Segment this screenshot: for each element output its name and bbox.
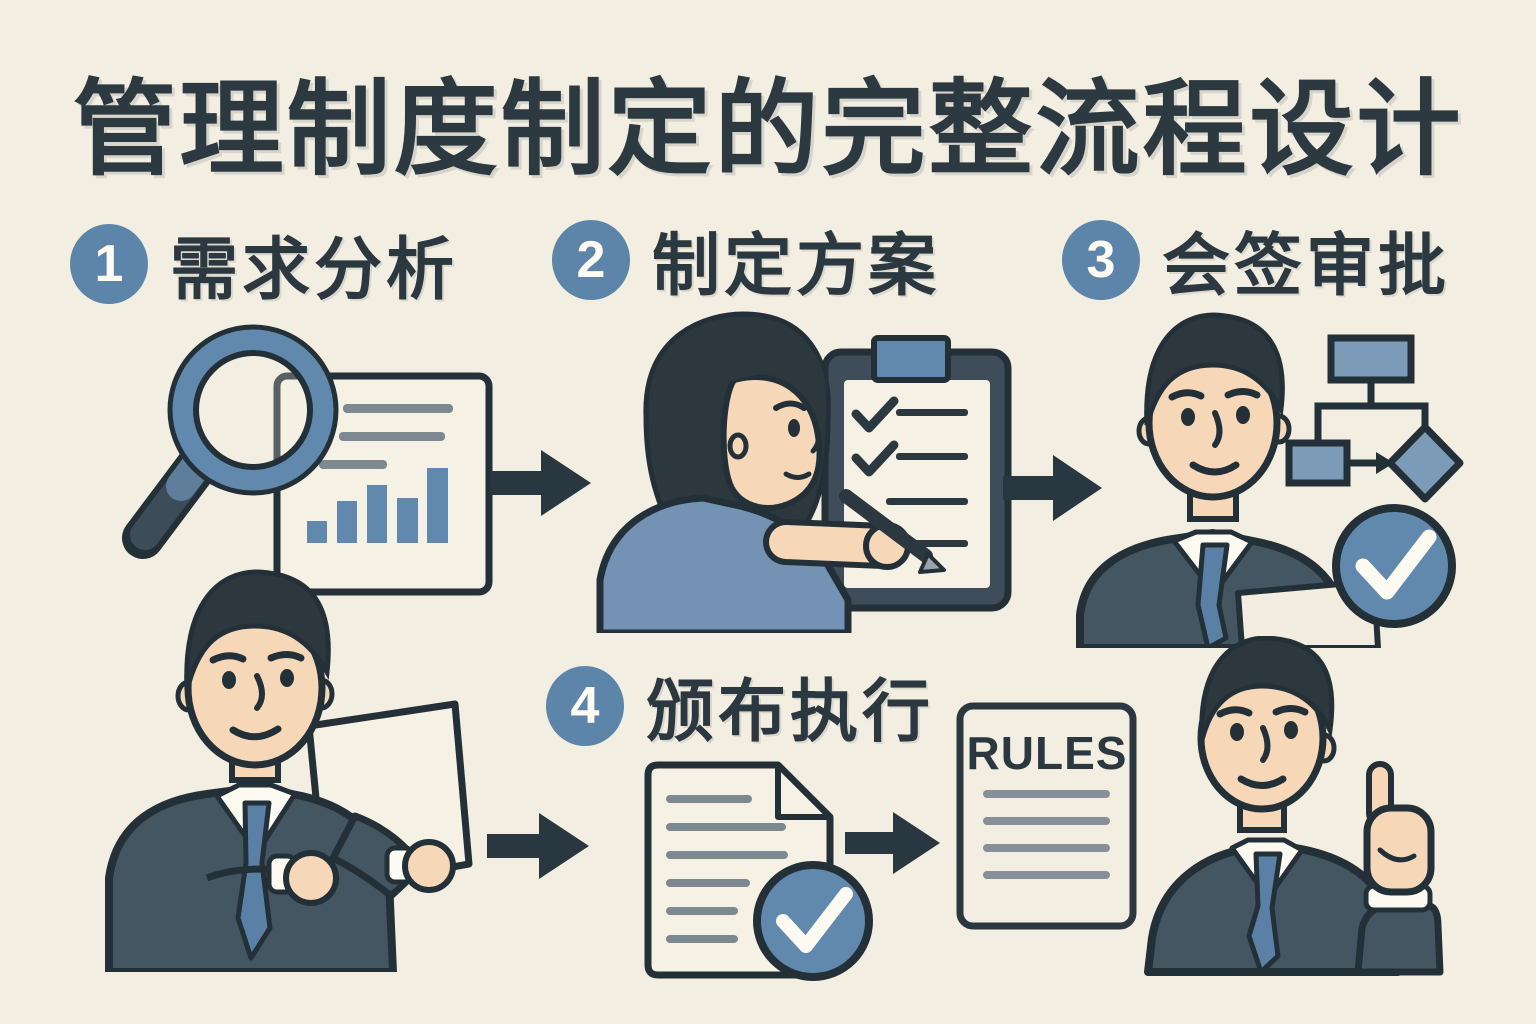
step4-number-badge: 4 bbox=[546, 665, 624, 746]
page-title: 管理制度制定的完整流程设计 bbox=[72, 72, 1464, 188]
approval-check-circle-icon bbox=[1332, 504, 1456, 628]
bar-chart-bars bbox=[307, 468, 448, 543]
step2-label: 制定方案 bbox=[652, 228, 941, 304]
arrow-right-icon bbox=[1003, 455, 1102, 521]
arrow-right-icon bbox=[487, 813, 589, 879]
checkmark-icon bbox=[1355, 529, 1437, 600]
step1-label: 需求分析 bbox=[170, 232, 459, 308]
flowchart-icon bbox=[1285, 334, 1464, 503]
hair bbox=[1199, 636, 1335, 741]
pen-icon bbox=[839, 489, 933, 563]
necktie bbox=[1246, 851, 1283, 975]
checkmark-icon bbox=[851, 440, 899, 477]
approval-check-circle-icon bbox=[753, 861, 873, 981]
rules-document-icon: RULES bbox=[956, 702, 1137, 930]
hair bbox=[1144, 312, 1285, 426]
document-check-icon bbox=[644, 761, 873, 981]
step2-header: 2 制定方案 bbox=[552, 210, 940, 309]
magnifier-bar-chart-illustration bbox=[122, 324, 493, 596]
arrow-right-icon bbox=[490, 450, 591, 516]
checkmark-icon bbox=[851, 396, 899, 433]
necktie bbox=[1195, 542, 1230, 648]
step1-header: 1 需求分析 bbox=[70, 214, 458, 313]
rules-title: RULES bbox=[967, 727, 1128, 779]
step4-header: 4 颁布执行 bbox=[546, 656, 934, 755]
woman-figure bbox=[596, 311, 946, 633]
hair bbox=[184, 569, 331, 691]
woman-writing-checklist bbox=[596, 311, 1012, 633]
businessman-approver bbox=[1076, 312, 1464, 648]
reading-man-body bbox=[105, 782, 456, 972]
reading-man-head bbox=[175, 569, 335, 783]
businessman-reading-document bbox=[105, 569, 473, 972]
step4-label: 颁布执行 bbox=[646, 674, 935, 750]
step3-number-badge: 3 bbox=[1062, 219, 1140, 300]
step1-number-badge: 1 bbox=[70, 223, 148, 304]
pointing-man-head bbox=[1197, 636, 1337, 833]
right-hand bbox=[402, 839, 456, 893]
businessman-pointing-up bbox=[1144, 636, 1444, 976]
pointing-man-body bbox=[1144, 761, 1444, 976]
checkmark-icon bbox=[776, 887, 853, 953]
left-hand bbox=[283, 850, 339, 906]
step2-number-badge: 2 bbox=[552, 219, 630, 300]
magnifier-icon bbox=[122, 324, 339, 559]
hair-front bbox=[724, 330, 826, 408]
step3-header: 3 会签审批 bbox=[1062, 210, 1450, 309]
step3-label: 会签审批 bbox=[1162, 228, 1451, 304]
fist bbox=[1363, 804, 1435, 896]
arrow-right-icon bbox=[845, 812, 940, 874]
folded-corner bbox=[775, 762, 833, 820]
